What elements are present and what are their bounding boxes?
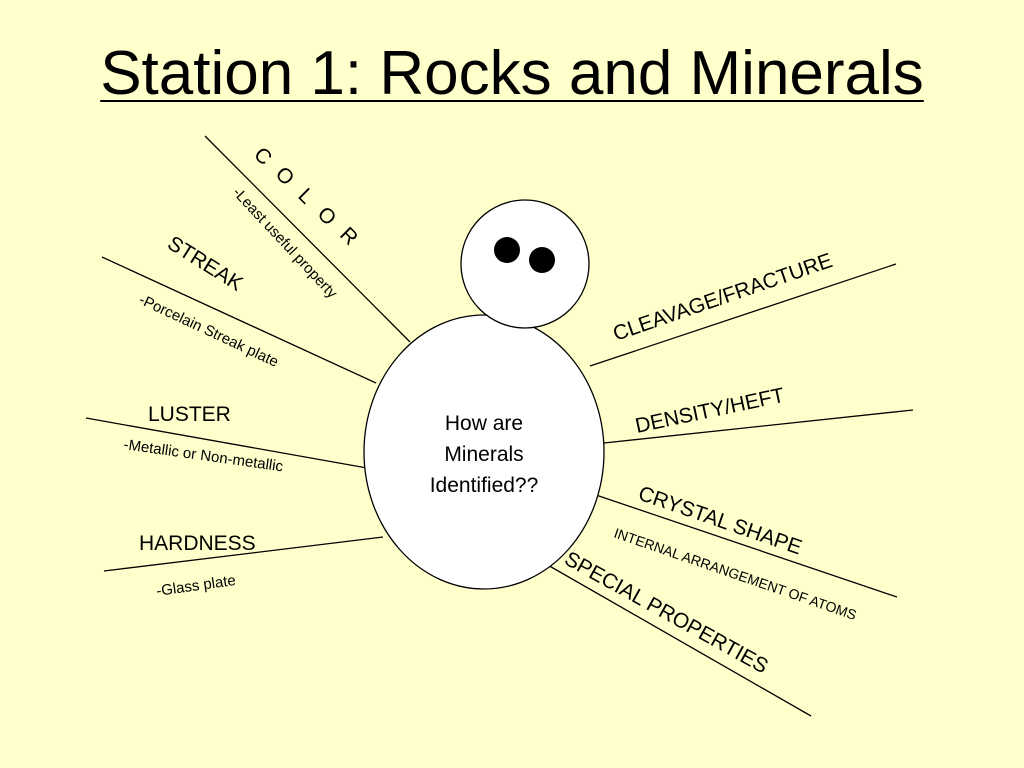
color-note: -Least useful property [229,184,341,302]
spoke-density [603,409,914,444]
spoke-cleavage [589,263,897,367]
center-question: How are Minerals Identified?? [430,412,539,497]
spoke-lines [85,135,914,717]
spoke-special [545,563,812,717]
density-label: DENSITY/HEFT [633,384,786,438]
color-letter: C [249,143,276,170]
right-eye-icon [529,247,555,273]
center-line-1: How are [445,412,523,435]
color-letter: R [335,223,362,250]
spoke-color [204,135,411,343]
hardness-note: -Glass plate [155,572,237,600]
luster-note: -Metallic or Non-metallic [122,436,284,475]
left-eye-icon [494,237,520,263]
head-circle [460,199,590,329]
slide-title: Station 1: Rocks and Minerals [100,39,924,108]
luster-label: LUSTER [148,403,231,426]
color-letter: O [313,202,341,230]
streak-note: -Porcelain Streak plate [136,291,281,371]
center-line-2: Minerals [444,443,523,466]
cleavage-label: CLEAVAGE/FRACTURE [610,249,835,346]
spoke-crystal [595,494,898,598]
center-line-3: Identified?? [430,474,539,497]
hardness-label: HARDNESS [139,532,256,555]
streak-label: STREAK [163,232,246,296]
body-oval [363,314,605,590]
color-letter: L [293,184,318,209]
color-letter: O [271,162,299,190]
spoke-streak [101,256,377,384]
spoke-hardness [103,536,384,572]
spoke-luster [85,417,368,469]
